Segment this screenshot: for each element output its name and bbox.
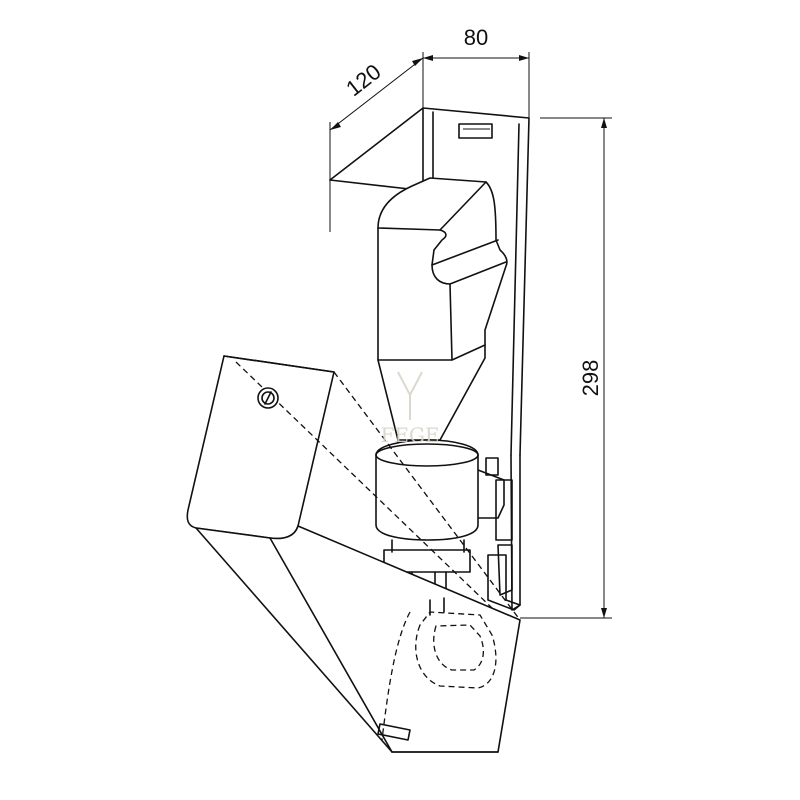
- nozzle-loop: [415, 597, 497, 689]
- wall-bracket: [329, 107, 530, 611]
- depth-label: 120: [341, 59, 385, 101]
- width-label: 80: [464, 25, 488, 50]
- pump-body: [375, 439, 479, 606]
- watermark-text: FEGE: [380, 423, 439, 447]
- soap-bottle: [377, 177, 508, 456]
- dispense-slot: [377, 723, 411, 741]
- dimension-width: 80: [422, 25, 530, 118]
- watermark: FEGE: [380, 371, 440, 447]
- dimension-height: 298: [520, 117, 612, 619]
- front-cover: [186, 355, 521, 753]
- lock-icon: [257, 387, 279, 409]
- height-label: 298: [578, 360, 603, 397]
